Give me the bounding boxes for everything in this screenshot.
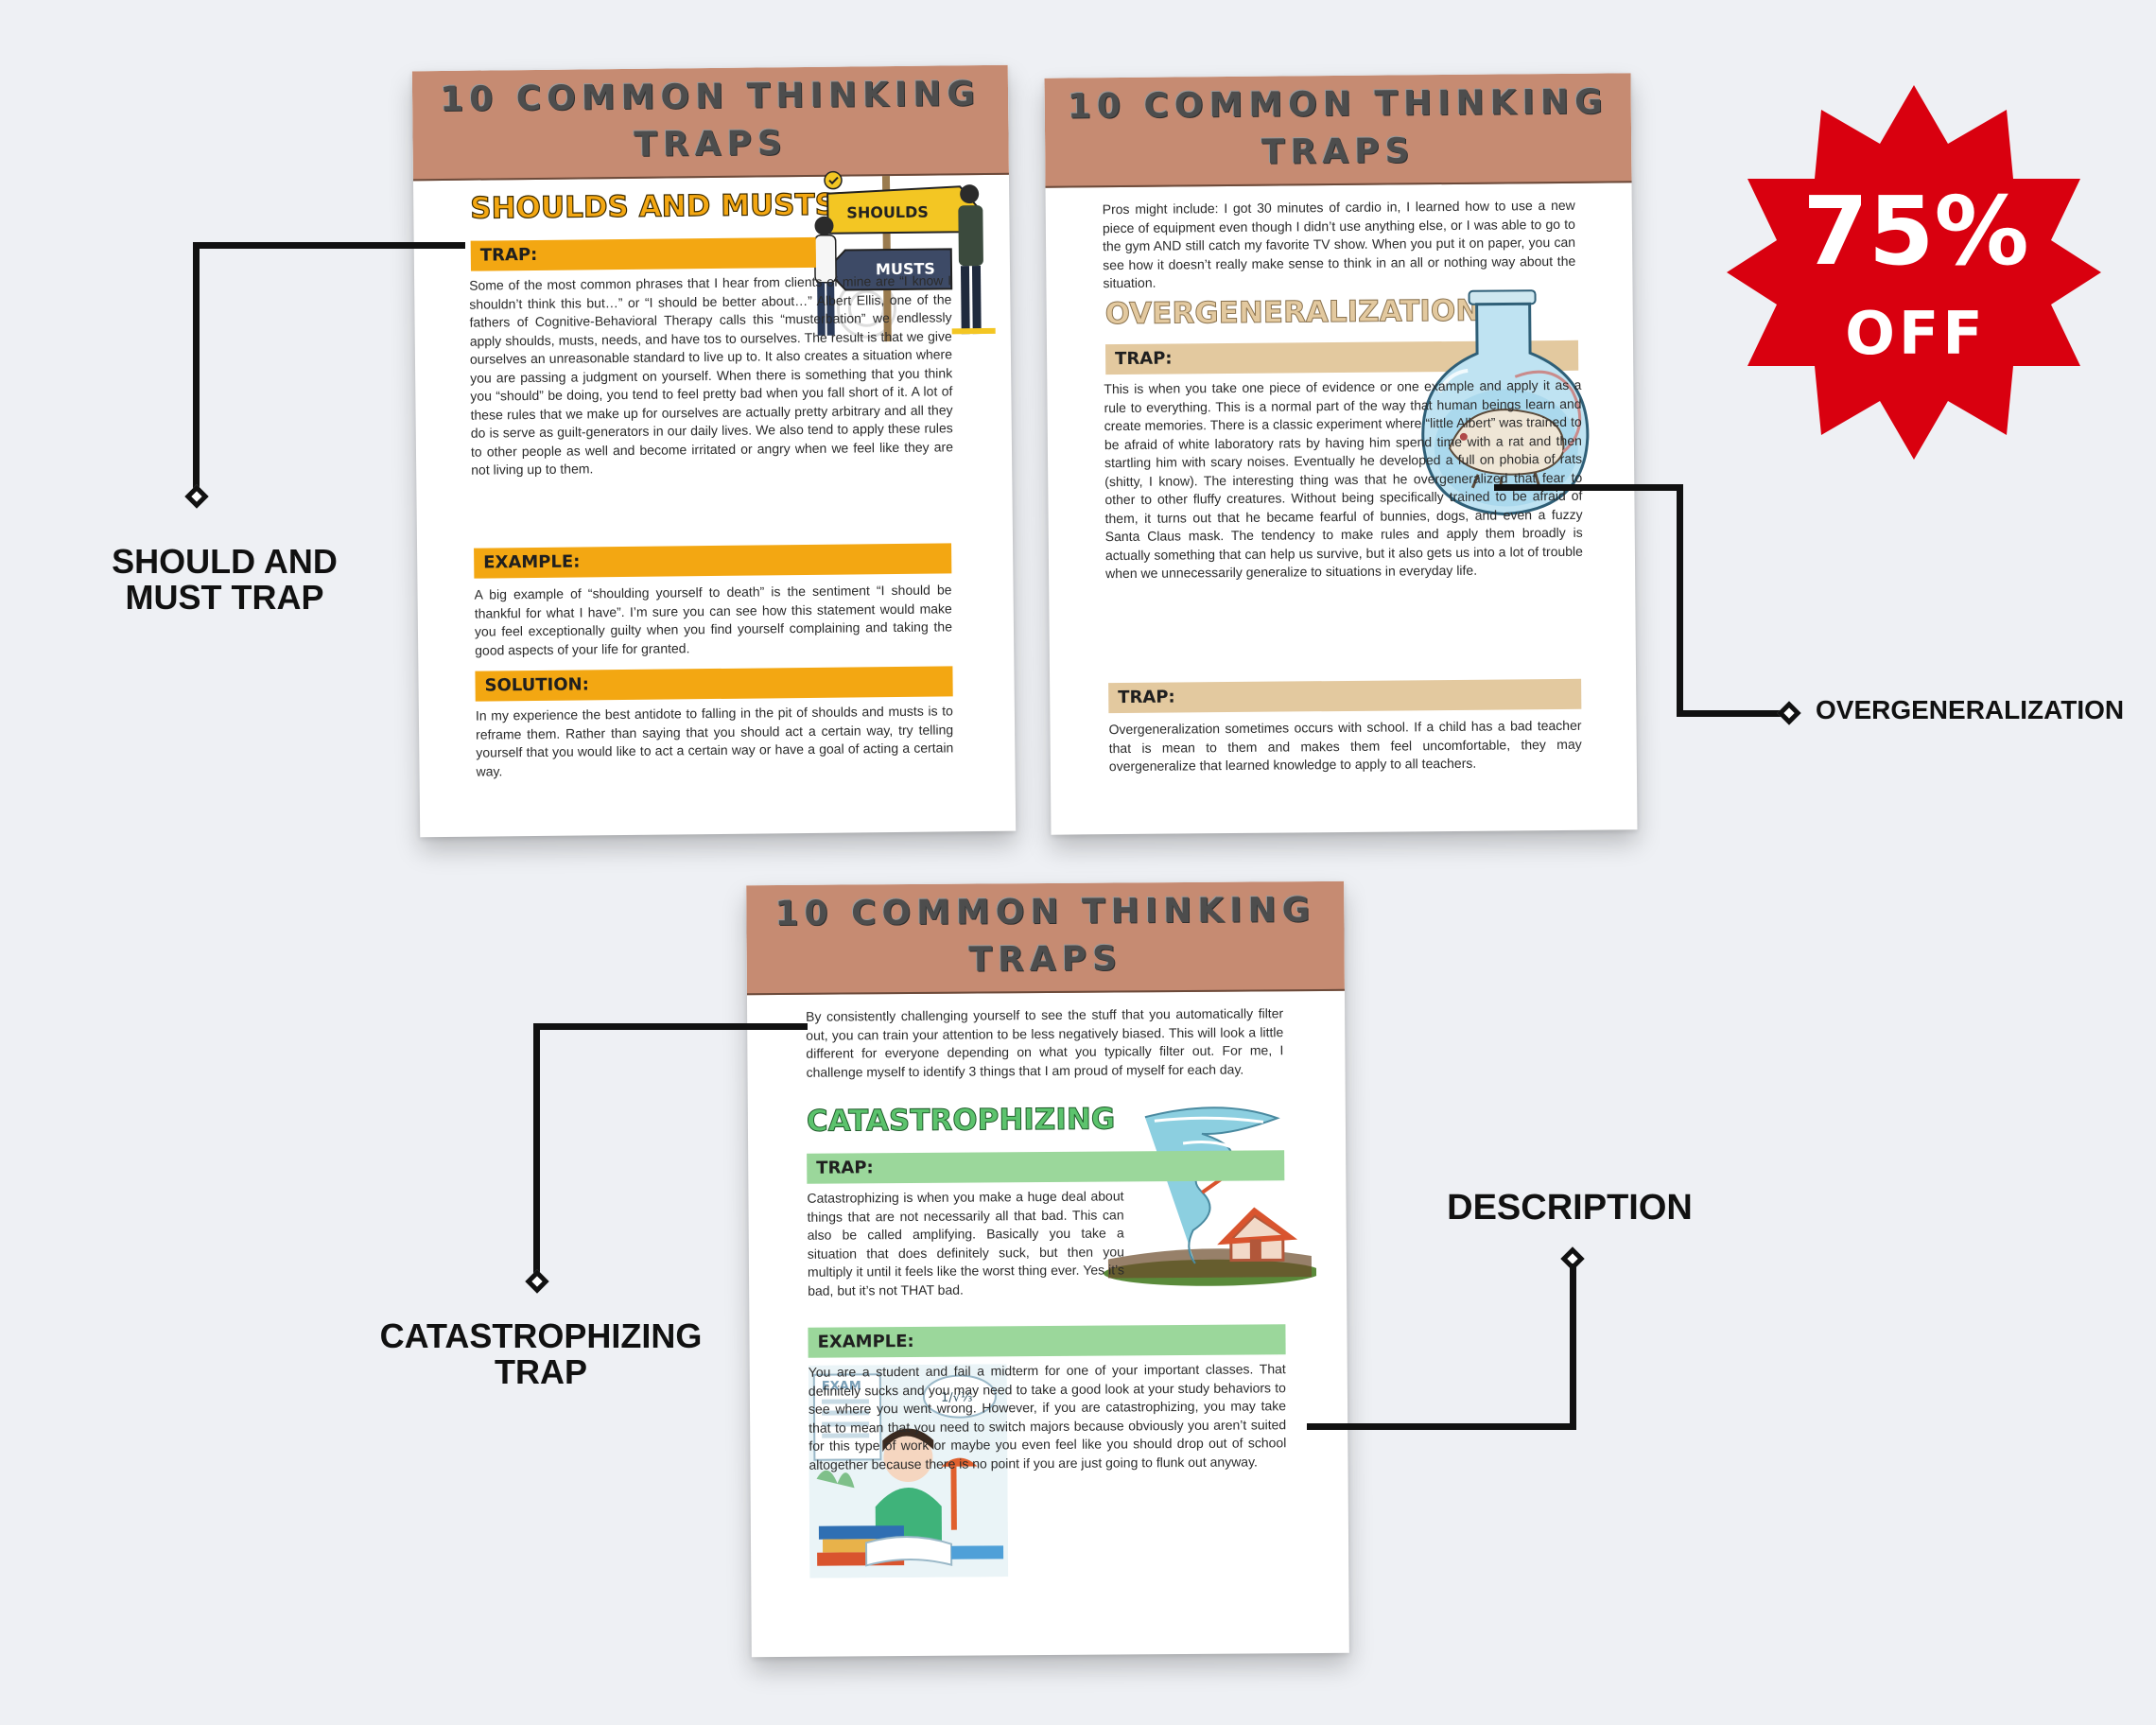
intro-text: Pros might include: I got 30 minutes of … — [1102, 197, 1576, 291]
starburst-shape — [1727, 85, 2101, 460]
trap-bar: TRAP: — [470, 236, 816, 271]
example-bar: EXAMPLE: — [474, 543, 952, 579]
header-line1: 10 COMMON THINKING — [774, 891, 1316, 934]
solution-text: In my experience the best antidote to fa… — [475, 703, 954, 779]
callout-line-overgen-v — [1677, 484, 1683, 717]
callout-marker-cat — [525, 1269, 549, 1294]
callout-line-should-h — [193, 242, 465, 249]
badge-off: OFF — [1845, 299, 1987, 368]
callout-line-should-v — [193, 242, 200, 492]
flask-rat-illustration — [1421, 289, 1590, 515]
badge-percent: 75% — [1802, 176, 2029, 287]
trap-bar: TRAP: — [807, 1150, 1285, 1184]
section-title-catastrophizing: CATASTROPHIZING — [806, 1102, 1116, 1139]
example-bar: EXAMPLE: — [808, 1324, 1286, 1358]
exam-word: EXAM — [822, 1379, 861, 1393]
trap-text: Some of the most common phrases that I h… — [469, 272, 954, 478]
trap-text: This is when you take one piece of evide… — [1104, 376, 1583, 582]
page-catastrophizing: 10 COMMON THINKING TRAPS By consistently… — [746, 880, 1349, 1658]
trap2-bar: TRAP: — [1108, 678, 1582, 714]
callout-description: DESCRIPTION — [1447, 1188, 1693, 1228]
page-overgeneralization: 10 COMMON THINKING TRAPS Pros might incl… — [1044, 73, 1638, 835]
callout-line-desc-h — [1307, 1423, 1576, 1430]
example-text: A big example of “shoulding yourself to … — [474, 582, 953, 658]
page-header: 10 COMMON THINKING TRAPS — [411, 64, 1009, 182]
callout-line-cat-h — [533, 1023, 808, 1030]
header-line1: 10 COMMON THINKING — [440, 75, 982, 120]
header-line1: 10 COMMON THINKING — [1067, 82, 1608, 127]
student-exam-illustration: EXAM 1/√⅓ — [808, 1364, 1009, 1578]
bubble-text: 1/√⅓ — [941, 1391, 973, 1405]
callout-should-and-must-trap: SHOULD AND MUST TRAP — [112, 542, 338, 617]
page-header: 10 COMMON THINKING TRAPS — [1044, 73, 1632, 188]
trap2-text: Overgeneralization sometimes occurs with… — [1108, 717, 1582, 775]
callout-overgeneralization: OVERGENERALIZATION — [1816, 695, 2125, 724]
callout-catastrophizing-trap: CATASTROPHIZING TRAP — [379, 1316, 703, 1391]
header-line2: TRAPS — [1261, 131, 1416, 172]
intro-text: By consistently challenging yourself to … — [806, 1005, 1284, 1080]
page-header: 10 COMMON THINKING TRAPS — [746, 880, 1345, 996]
header-line2: TRAPS — [968, 939, 1123, 980]
callout-marker-overgen — [1777, 701, 1801, 725]
callout-line-overgen-h1 — [1494, 484, 1683, 491]
example-text: You are a student and fail a midterm for… — [808, 1361, 1287, 1472]
callout-line-cat-v — [533, 1023, 540, 1277]
page-shoulds-and-musts: 10 COMMON THINKING TRAPS SHOULDS AND MUS… — [411, 64, 1017, 838]
section-title-shoulds: SHOULDS AND MUSTS — [470, 187, 837, 226]
trap-text: Catastrophizing is when you make a huge … — [807, 1188, 1125, 1298]
sign-musts-text: MUSTS — [876, 260, 935, 279]
discount-badge — [1727, 85, 2101, 460]
sign-shoulds-text: SHOULDS — [846, 203, 929, 222]
solution-bar: SOLUTION: — [475, 666, 953, 702]
tornado-illustration — [1104, 1106, 1317, 1286]
callout-marker-should — [184, 484, 209, 509]
callout-line-desc-v — [1570, 1263, 1576, 1430]
callout-line-overgen-h2 — [1677, 710, 1790, 717]
header-line2: TRAPS — [634, 124, 789, 165]
shoulds-musts-illustration: SHOULDS MUSTS — [813, 170, 996, 342]
